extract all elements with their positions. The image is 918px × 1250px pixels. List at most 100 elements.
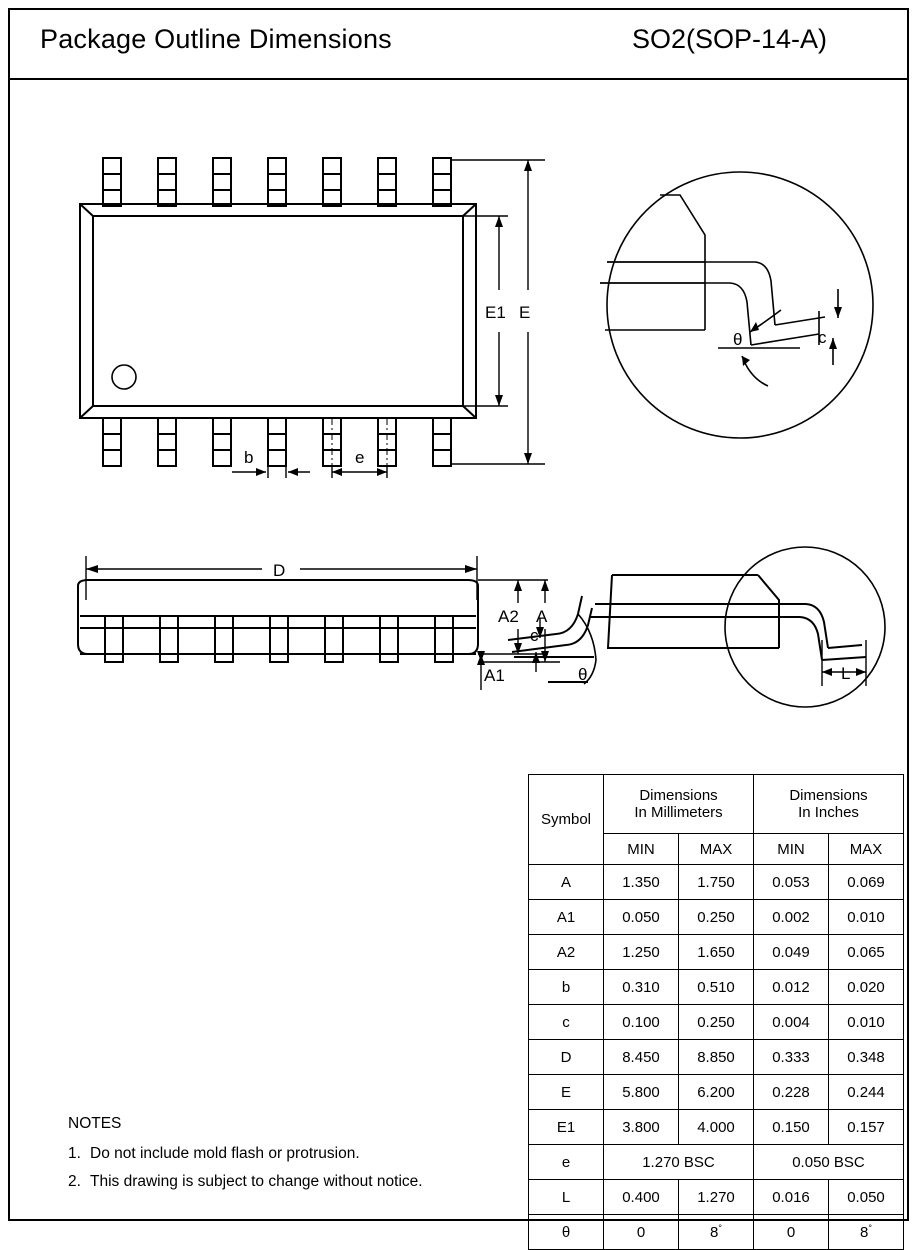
degree-symbol: ° bbox=[868, 1223, 872, 1233]
row-value: 0.333 bbox=[753, 1039, 829, 1075]
row-value: 0.049 bbox=[753, 934, 829, 970]
top-view-lower-leads bbox=[102, 417, 452, 467]
label-c-end: c bbox=[530, 626, 539, 645]
col-mm-min-header: MIN bbox=[603, 833, 679, 865]
row-value: 0.016 bbox=[753, 1179, 829, 1215]
label-L: L bbox=[841, 664, 850, 683]
label-E1: E1 bbox=[485, 303, 506, 322]
row-value: 0.250 bbox=[678, 899, 754, 935]
row-value: 0.065 bbox=[828, 934, 904, 970]
row-value: 0.348 bbox=[828, 1039, 904, 1075]
row-value: 0.010 bbox=[828, 899, 904, 935]
row-value: 1.270 bbox=[678, 1179, 754, 1215]
row-symbol: e bbox=[528, 1144, 604, 1180]
dimensions-table: Symbol Dimensions In Millimeters Dimensi… bbox=[528, 774, 904, 1250]
row-value: 0.010 bbox=[828, 1004, 904, 1040]
row-value: 4.000 bbox=[678, 1109, 754, 1145]
row-value: 1.350 bbox=[603, 864, 679, 900]
row-value: 0 bbox=[603, 1214, 679, 1250]
label-theta-end: θ bbox=[578, 665, 587, 684]
dimension-E1 bbox=[463, 215, 508, 407]
note-item: 1. Do not include mold flash or protrusio… bbox=[68, 1145, 423, 1163]
dimension-b bbox=[232, 466, 310, 478]
package-name: SO2(SOP-14-A) bbox=[632, 24, 828, 54]
col-in-max-header: MAX bbox=[828, 833, 904, 865]
row-value: 8.450 bbox=[603, 1039, 679, 1075]
col-mm-max-header: MAX bbox=[678, 833, 754, 865]
row-value: 0.050 bbox=[828, 1179, 904, 1215]
top-view-body bbox=[79, 203, 477, 419]
row-value: 0.012 bbox=[753, 969, 829, 1005]
dimension-e bbox=[331, 466, 388, 478]
row-value: 0.310 bbox=[603, 969, 679, 1005]
side-view-body bbox=[77, 579, 479, 655]
col-mm-line2: In Millimeters bbox=[634, 804, 723, 821]
col-in-group-header: Dimensions In Inches bbox=[753, 774, 904, 834]
row-symbol: c bbox=[528, 1004, 604, 1040]
row-symbol: A bbox=[528, 864, 604, 900]
note-number: 2. bbox=[68, 1173, 81, 1190]
row-value: 5.800 bbox=[603, 1074, 679, 1110]
col-in-line1: Dimensions bbox=[789, 786, 868, 804]
row-symbol: A2 bbox=[528, 934, 604, 970]
notes-block: NOTES 1. Do not include mold flash or pro… bbox=[68, 1115, 423, 1201]
table-header-row-1: Symbol Dimensions In Millimeters Dimensi… bbox=[528, 774, 904, 865]
row-value: 0.510 bbox=[678, 969, 754, 1005]
label-theta-detail: θ bbox=[733, 330, 742, 349]
row-value: 0.053 bbox=[753, 864, 829, 900]
label-E: E bbox=[519, 303, 530, 322]
label-e: e bbox=[355, 448, 364, 467]
label-A1: A1 bbox=[484, 666, 505, 685]
degree-symbol: ° bbox=[718, 1223, 722, 1233]
row-value: 0.400 bbox=[603, 1179, 679, 1215]
row-symbol: E1 bbox=[528, 1109, 604, 1145]
row-value: 6.200 bbox=[678, 1074, 754, 1110]
row-value: 0.004 bbox=[753, 1004, 829, 1040]
row-symbol: L bbox=[528, 1179, 604, 1215]
row-symbol: D bbox=[528, 1039, 604, 1075]
note-number: 1. bbox=[68, 1145, 81, 1162]
page-border bbox=[8, 8, 909, 1221]
col-mm-line1: Dimensions bbox=[639, 786, 718, 804]
note-text: Do not include mold flash or protrusion. bbox=[90, 1145, 360, 1162]
row-symbol: θ bbox=[528, 1214, 604, 1250]
row-value: 0.002 bbox=[753, 899, 829, 935]
row-value: 8° bbox=[678, 1214, 754, 1250]
dimension-A1 bbox=[477, 651, 485, 690]
label-c-detail: c bbox=[818, 328, 827, 347]
row-value: 0.050 bbox=[603, 899, 679, 935]
row-value: 0.244 bbox=[828, 1074, 904, 1110]
side-view-leads bbox=[104, 615, 454, 663]
notes-title: NOTES bbox=[68, 1115, 122, 1132]
row-symbol: b bbox=[528, 969, 604, 1005]
row-value: 1.650 bbox=[678, 934, 754, 970]
col-symbol-header: Symbol bbox=[528, 774, 604, 865]
note-item: 2.This drawing is subject to change with… bbox=[68, 1173, 423, 1191]
package-outline-drawing: E1 E b e D A2 A A1 c θ L θ c bbox=[77, 157, 886, 708]
page-title: Package Outline Dimensions bbox=[40, 24, 392, 54]
row-value: 1.750 bbox=[678, 864, 754, 900]
row-value: 0 bbox=[753, 1214, 829, 1250]
row-value: 0.069 bbox=[828, 864, 904, 900]
row-value: 8° bbox=[828, 1214, 904, 1250]
row-value: 0.150 bbox=[753, 1109, 829, 1145]
label-A2: A2 bbox=[498, 607, 519, 626]
row-value: 0.157 bbox=[828, 1109, 904, 1145]
row-symbol: E bbox=[528, 1074, 604, 1110]
row-value: 8.850 bbox=[678, 1039, 754, 1075]
row-value: 0.050 BSC bbox=[753, 1144, 904, 1180]
row-symbol: A1 bbox=[528, 899, 604, 935]
row-value: 3.800 bbox=[603, 1109, 679, 1145]
row-value: 0.020 bbox=[828, 969, 904, 1005]
row-value: 0.100 bbox=[603, 1004, 679, 1040]
